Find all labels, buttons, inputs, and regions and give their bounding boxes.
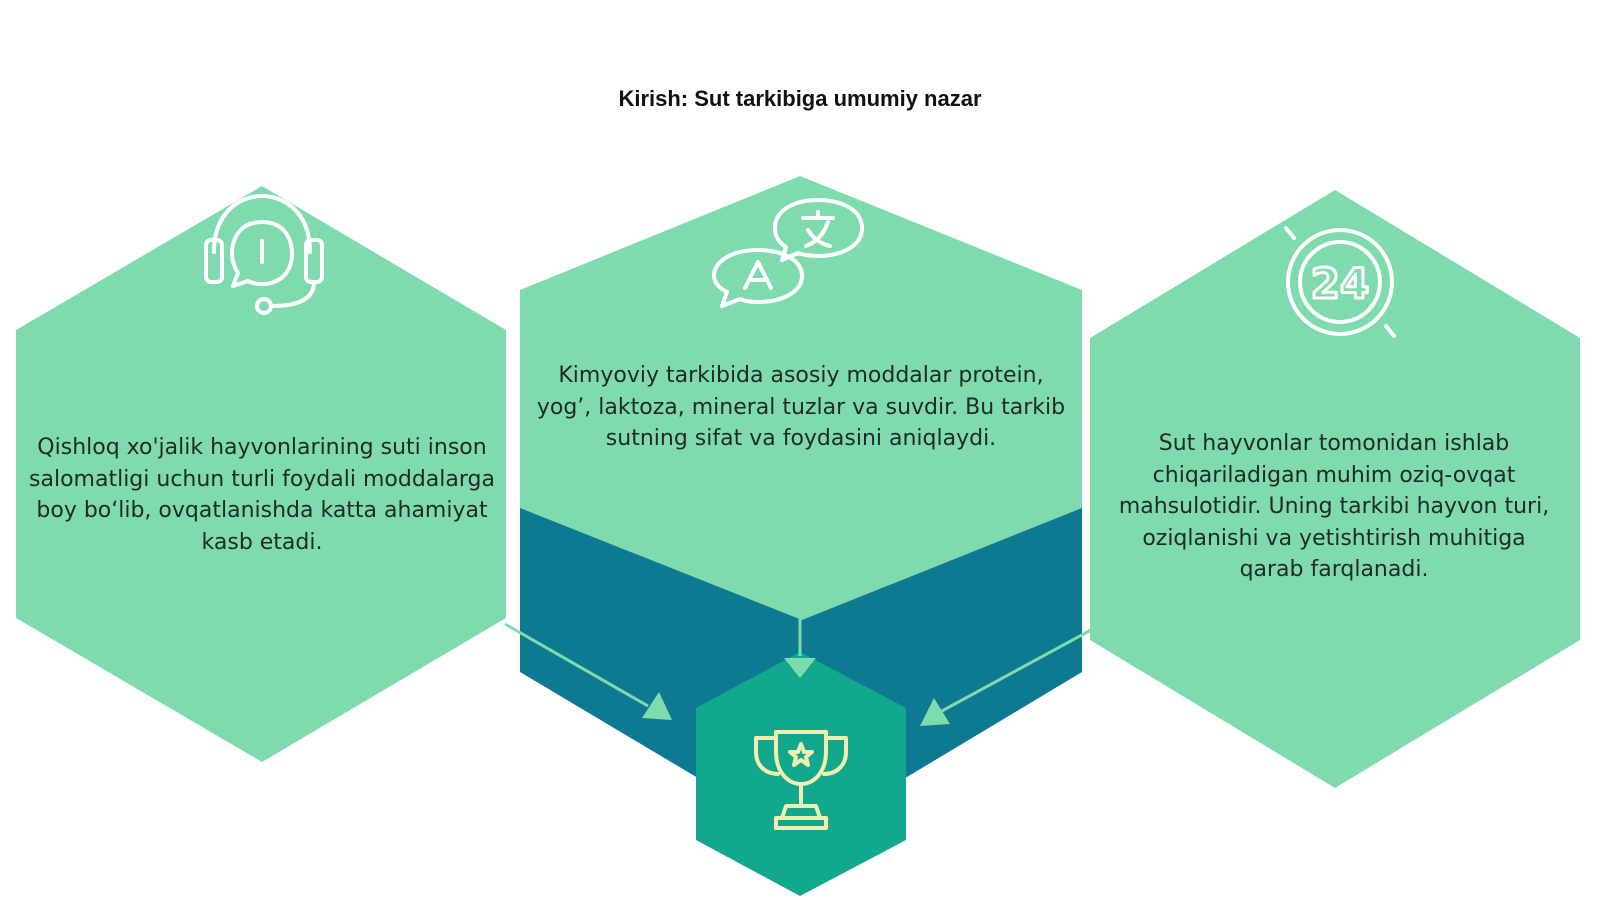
card-left-text: Qishloq xo'jalik hayvonlarining suti ins…	[29, 435, 495, 555]
24-hours-icon: 24	[1284, 226, 1396, 338]
trophy-star-icon	[754, 730, 848, 830]
diagram-title: Kirish: Sut tarkibiga umumiy nazar	[618, 86, 982, 111]
card-right-text: Sut hayvonlar tomonidan ishlab chiqarila…	[1118, 431, 1550, 582]
headset-support-icon	[204, 194, 324, 315]
translate-chat-icon	[712, 198, 864, 308]
card-center-text: Kimyoviy tarkibida asosiy moddalar prote…	[536, 363, 1066, 451]
hexagon-goal	[696, 652, 906, 896]
arrow-right	[920, 628, 1092, 726]
hexagon-right	[1090, 190, 1580, 788]
hexagon-left	[16, 186, 506, 762]
arrow-left	[504, 622, 672, 720]
hexagon-center	[520, 176, 1082, 620]
arrow-center	[784, 616, 816, 678]
24-label: 24	[1311, 259, 1369, 308]
